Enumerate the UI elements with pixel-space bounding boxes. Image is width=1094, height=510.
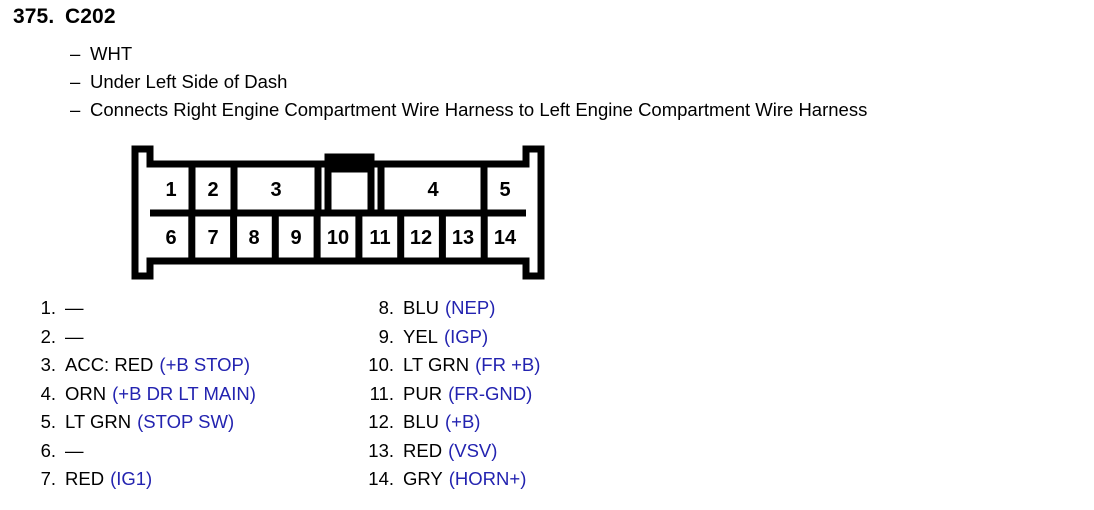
pin-signal-name: (NEP)	[445, 297, 496, 318]
connector-svg: 1 2 3 4 5 6 7 8 9 10 11 12 13 14	[131, 145, 545, 280]
pin-signal-name: (FR +B)	[475, 354, 541, 375]
pin-index: 7.	[40, 468, 56, 489]
bullet-dash-icon: –	[70, 43, 81, 64]
pin-wire-color: BLU	[403, 411, 439, 432]
connector-diagram: 1 2 3 4 5 6 7 8 9 10 11 12 13 14	[128, 145, 548, 285]
pin-row: 5. LT GRN(STOP SW)	[22, 408, 256, 437]
pin-row: 4. ORN(+B DR LT MAIN)	[22, 380, 256, 409]
description-item: –Connects Right Engine Compartment Wire …	[70, 96, 867, 124]
pin-wire-color: PUR	[403, 382, 443, 404]
pin-wire-color: GRY	[403, 468, 443, 489]
pin-index: 8.	[378, 297, 394, 318]
pin-column-right: 8. BLU (NEP) 9. YEL(IGP) 10. LT GRN(FR +B) 1…	[360, 294, 540, 494]
pin-wire-color: YEL	[403, 325, 438, 347]
pin-number-bottom: 11	[369, 227, 390, 249]
pin-number-bottom: 14	[494, 227, 517, 249]
pin-signal-name: (HORN+)	[448, 468, 527, 489]
pin-index: 11.	[369, 382, 394, 404]
pin-index: 6.	[40, 439, 56, 461]
description-item: –Under Left Side of Dash	[70, 68, 867, 96]
pin-index: 12.	[368, 411, 394, 432]
pin-wire-color: ACC: RED	[65, 354, 154, 375]
bullet-dash-icon: –	[70, 99, 81, 120]
pin-index: 1.	[40, 297, 56, 318]
pin-wire-color: LT GRN	[65, 411, 132, 432]
pin-row: 13. RED(VSV)	[360, 437, 540, 466]
pin-number-bottom: 6	[165, 227, 176, 249]
pin-row: 3. ACC: RED(+B STOP)	[22, 351, 256, 380]
connector-description-list: –WHT –Under Left Side of Dash –Connects …	[70, 40, 867, 124]
pin-column-left: 1. — 2. — 3. ACC: RED(+B STOP) 4. ORN(+B DR …	[22, 294, 256, 494]
pin-signal-name: (+B)	[445, 411, 481, 432]
pin-signal-name: (STOP SW)	[137, 411, 235, 432]
pin-signal-name: (IGP)	[443, 325, 489, 347]
pin-index: 2.	[40, 325, 56, 347]
page-title: 375. C202	[13, 5, 116, 29]
pin-signal-name: (+B STOP)	[159, 354, 251, 375]
pin-signal-name: (FR-GND)	[448, 382, 533, 404]
pin-row: 12. BLU (+B)	[360, 408, 540, 437]
description-item: –WHT	[70, 40, 867, 68]
description-text: Connects Right Engine Compartment Wire H…	[90, 99, 868, 120]
pin-wire-color: —	[65, 297, 84, 318]
pin-number-top: 1	[165, 179, 176, 201]
keyway-raised-top	[324, 153, 375, 164]
pin-index: 14.	[368, 468, 394, 489]
pin-number-bottom: 12	[410, 227, 432, 249]
pin-number-top: 5	[499, 179, 510, 201]
connector-number: 375.	[13, 5, 55, 28]
pin-index: 4.	[40, 382, 56, 404]
pin-row: 2. —	[22, 323, 256, 352]
pin-row: 10. LT GRN(FR +B)	[360, 351, 540, 380]
description-text: Under Left Side of Dash	[90, 71, 288, 92]
pin-signal-name: (VSV)	[448, 439, 498, 461]
pin-row: 14. GRY(HORN+)	[360, 465, 540, 494]
pin-number-top: 2	[207, 179, 218, 201]
pin-number-bottom: 7	[207, 227, 218, 249]
pin-number-bottom: 8	[248, 227, 259, 249]
connector-name: C202	[65, 5, 116, 28]
pin-wire-color: LT GRN	[403, 354, 470, 375]
pin-index: 13.	[368, 439, 394, 461]
pin-number-top: 3	[270, 179, 281, 201]
pin-index: 10.	[368, 354, 394, 375]
pin-number-top: 4	[427, 179, 439, 201]
pin-index: 3.	[40, 354, 56, 375]
pin-wire-color: BLU	[403, 297, 439, 318]
bullet-dash-icon: –	[70, 71, 81, 92]
pin-number-bottom: 13	[452, 227, 474, 249]
pin-signal-name: (IG1)	[110, 468, 153, 489]
pin-wire-color: —	[65, 325, 84, 347]
pin-index: 5.	[40, 411, 56, 432]
pin-signal-name: (+B DR LT MAIN)	[112, 382, 256, 404]
pin-wire-color: RED	[403, 439, 443, 461]
description-text: WHT	[90, 43, 133, 64]
pin-number-bottom: 10	[327, 227, 349, 249]
pin-row: 9. YEL(IGP)	[360, 323, 540, 352]
pin-row: 6. —	[22, 437, 256, 466]
pin-number-bottom: 9	[290, 227, 301, 249]
pin-wire-color: RED	[65, 468, 105, 489]
pin-row: 11. PUR(FR-GND)	[360, 380, 540, 409]
pin-row: 7. RED(IG1)	[22, 465, 256, 494]
pin-index: 9.	[378, 325, 394, 347]
pin-row: 1. —	[22, 294, 256, 323]
connector-shell-outline	[131, 145, 545, 280]
pin-row: 8. BLU (NEP)	[360, 294, 540, 323]
pin-wire-color: —	[65, 439, 84, 461]
pin-wire-color: ORN	[65, 382, 107, 404]
